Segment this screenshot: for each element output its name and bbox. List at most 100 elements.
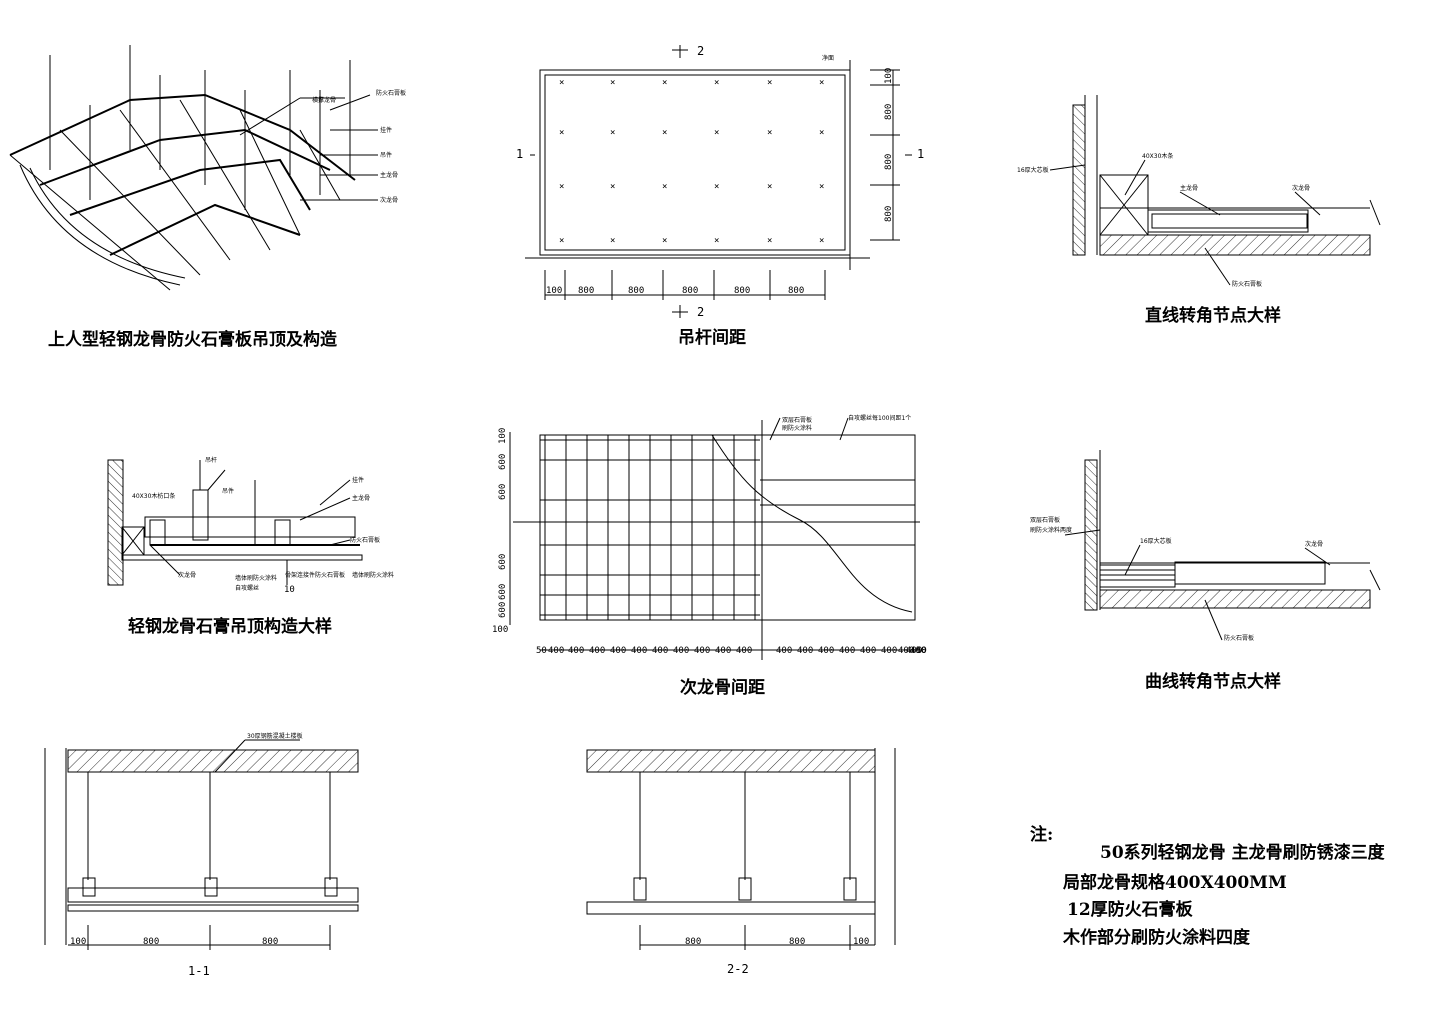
hanger-point: × (714, 78, 719, 88)
dim-label: 600 (498, 602, 508, 618)
cut-mark-top: 2 (697, 44, 704, 58)
corner-label: 次龙骨 (1292, 184, 1310, 192)
curve-corner-detail (1064, 450, 1381, 641)
slab-label: 30厚钢筋混凝土楼板 (247, 732, 303, 740)
plan-label: 双层石膏板 (782, 416, 812, 424)
dim-label: 400 (631, 646, 647, 656)
section-label: 主龙骨 (352, 494, 370, 502)
perspective-label: 防火石膏板 (376, 89, 406, 97)
note-line: 局部龙骨规格400X400MM (1063, 872, 1287, 893)
perspective-drawing (9, 45, 378, 291)
corner-label: 40X30木条 (1142, 152, 1173, 160)
section-detail-title: 轻钢龙骨石膏吊顶构造大样 (128, 616, 332, 637)
dim-label: 600 (498, 484, 508, 500)
perspective-title: 上人型轻钢龙骨防火石膏板吊顶及构造 (48, 329, 338, 350)
hanger-point: × (610, 182, 615, 192)
hanger-point: × (767, 182, 772, 192)
hanger-point: × (559, 78, 564, 88)
hanger-point: × (610, 128, 615, 138)
hanger-point: × (767, 78, 772, 88)
dim-label: 800 (685, 937, 701, 947)
cut-mark-left: 1 (516, 147, 523, 161)
note-line: 12厚防火石膏板 (1067, 899, 1194, 920)
dim-label: 800 (788, 286, 804, 296)
dim-label: 600 (498, 554, 508, 570)
dim-label: 800 (143, 937, 159, 947)
dim-label: 800 (262, 937, 278, 947)
hanger-point: × (610, 236, 615, 246)
dim-label: 800 (578, 286, 594, 296)
section-label: 防火石膏板 (350, 536, 380, 544)
secondary-spacing-title: 次龙骨间距 (680, 677, 765, 698)
dim-label: 400 (715, 646, 731, 656)
dim-label: 100 (853, 937, 869, 947)
note-line: 50系列轻钢龙骨 主龙骨刷防锈漆三度 (1100, 842, 1386, 863)
dim-label: 100 (70, 937, 86, 947)
dim-label: 400 (568, 646, 584, 656)
hanger-point: × (610, 78, 615, 88)
dim-label: 100 (884, 68, 894, 84)
straight-corner-title: 直线转角节点大样 (1145, 305, 1281, 326)
dim-label: 400 (610, 646, 626, 656)
dim-label: 400 (910, 646, 926, 656)
hanger-points: ×××××××××××××××××××××××× (559, 78, 824, 246)
section-2-2 (586, 748, 896, 950)
hanger-spacing-plan: ×××××××××××××××××××××××× (525, 45, 912, 318)
cut-mark-bottom: 2 (697, 305, 704, 319)
hanger-point: × (767, 128, 772, 138)
perspective-label: 挂件 (380, 126, 392, 134)
dim-label: 400 (548, 646, 564, 656)
hanger-point: × (819, 182, 824, 192)
dim-label: 400 (736, 646, 752, 656)
perspective-label: 吊件 (380, 151, 392, 159)
secondary-spacing-plan (509, 417, 920, 660)
dim-label: 400 (906, 646, 922, 656)
corner-label: 防火石膏板 (1232, 280, 1262, 288)
section-1-1 (44, 739, 359, 950)
hanger-point: × (714, 236, 719, 246)
dim-label: 100 (546, 286, 562, 296)
perspective-label: 横撑龙骨 (312, 96, 336, 104)
straight-corner-detail (1049, 95, 1381, 286)
wall-label: 净面 (822, 54, 834, 62)
hanger-point: × (662, 78, 667, 88)
section-label: 吊杆 (205, 456, 217, 464)
dim-label: 400 (881, 646, 897, 656)
section-2-title: 2-2 (727, 962, 749, 976)
section-label: 吊件 (222, 487, 234, 495)
perspective-label: 主龙骨 (380, 171, 398, 179)
hanger-point: × (662, 182, 667, 192)
section-label: 骨架连接件 (285, 571, 315, 579)
dim-label: 100 (492, 625, 508, 635)
dim-label: 800 (628, 286, 644, 296)
section-label: 自攻螺丝 (235, 584, 259, 592)
hanger-point: × (559, 182, 564, 192)
section-1-title: 1-1 (188, 964, 210, 978)
hanger-point: × (714, 128, 719, 138)
hanger-point: × (662, 128, 667, 138)
dim-label: 800 (884, 104, 894, 120)
dim-label: 600 (498, 584, 508, 600)
hanger-point: × (819, 78, 824, 88)
dim-label: 800 (789, 937, 805, 947)
dim-label: 50 (916, 646, 927, 656)
corner-label: 次龙骨 (1305, 540, 1323, 548)
dim-label: 400 (694, 646, 710, 656)
notes-block: 注: 50系列轻钢龙骨 主龙骨刷防锈漆三度 局部龙骨规格400X400MM 12… (1030, 824, 1386, 948)
section-label: 挂件 (352, 476, 364, 484)
hanger-point: × (819, 236, 824, 246)
dim-label: 800 (682, 286, 698, 296)
section-detail (107, 459, 363, 586)
cut-mark-right: 1 (917, 147, 924, 161)
hanger-point: × (819, 128, 824, 138)
dim-label: 800 (734, 286, 750, 296)
dim-label: 400 (589, 646, 605, 656)
section-label: 防火石膏板 (315, 571, 345, 579)
hanger-point: × (767, 236, 772, 246)
hanger-point: × (662, 236, 667, 246)
hanger-point: × (714, 182, 719, 192)
section-label: 次龙骨 (178, 571, 196, 579)
dim-label: 600 (498, 454, 508, 470)
dim-label: 400 (797, 646, 813, 656)
section-label: 墙体刷防火涂料 (235, 574, 277, 582)
